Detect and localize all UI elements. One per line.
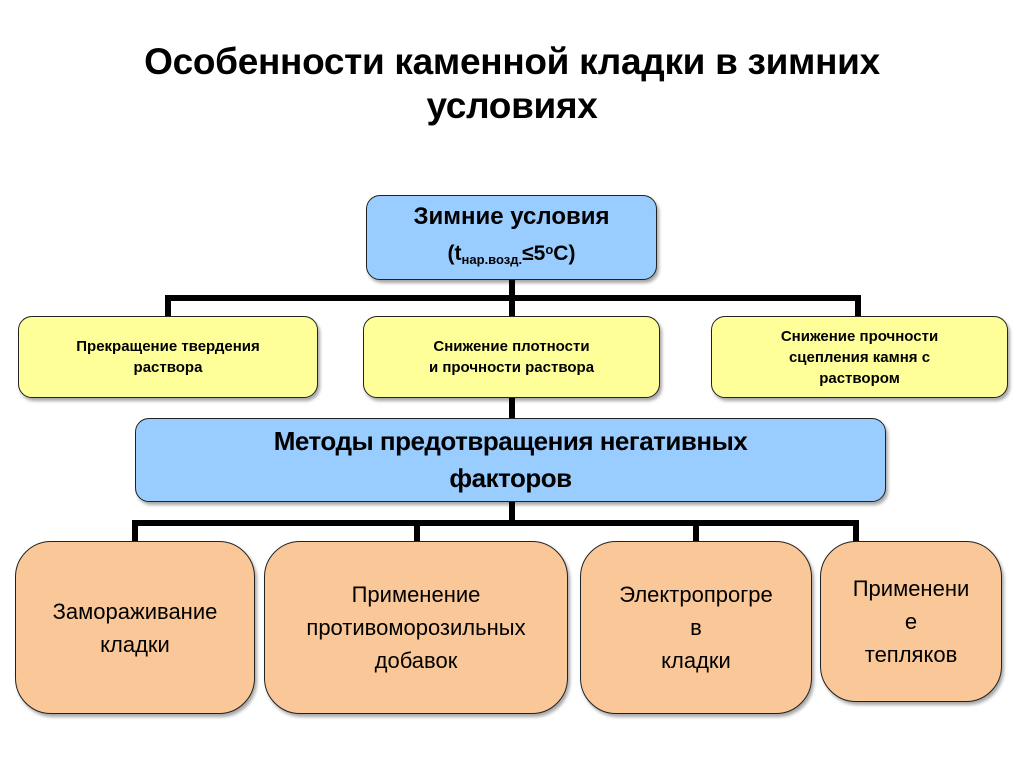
node-method-freezing: Замораживание кладки xyxy=(15,541,255,714)
node-method-electric-heating: Электропрогре в кладки xyxy=(580,541,812,714)
connector-method-2-drop xyxy=(414,520,420,542)
temp-open: (t xyxy=(447,241,462,265)
node-effect-text: Снижение плотности и прочности раствора xyxy=(428,338,595,376)
node-method-text: Замораживание кладки xyxy=(52,598,218,657)
slide-title-line-2: условиях xyxy=(426,85,598,126)
connector-effect-1-drop xyxy=(165,295,171,317)
node-winter-conditions-title: Зимние условия xyxy=(413,202,610,230)
temp-subscript: нар.возд. xyxy=(461,251,523,267)
node-method-antifreeze-additives: Применение противоморозильных добавок xyxy=(264,541,568,714)
node-prevention-methods: Методы предотвращения негативных факторо… xyxy=(135,418,886,502)
connector-methods-down xyxy=(509,502,515,526)
temp-relation: ≤5 xyxy=(522,241,546,265)
connector-method-4-drop xyxy=(853,520,859,542)
temp-degree: о xyxy=(545,241,554,257)
node-effect-adhesion: Снижение прочности сцепления камня с рас… xyxy=(711,316,1008,398)
node-effect-hardening-stop: Прекращение твердения раствора xyxy=(18,316,318,398)
node-effect-text: Прекращение твердения раствора xyxy=(76,338,260,376)
connector-method-1-drop xyxy=(132,520,138,542)
node-effect-text: Снижение прочности сцепления камня с рас… xyxy=(780,327,939,387)
node-effect-density-strength: Снижение плотности и прочности раствора xyxy=(363,316,660,398)
connector-method-3-drop xyxy=(693,520,699,542)
connector-root-down xyxy=(509,280,515,301)
connector-effect-to-methods xyxy=(509,398,515,419)
node-method-text: Применение противоморозильных добавок xyxy=(306,582,526,673)
node-winter-conditions-temperature: (tнар.возд.≤5оС) xyxy=(448,233,576,276)
node-prevention-methods-text: Методы предотвращения негативных факторо… xyxy=(273,426,748,493)
node-method-text: Применени е тепляков xyxy=(852,576,970,667)
connector-effect-3-drop xyxy=(855,295,861,317)
node-method-text: Электропрогре в кладки xyxy=(619,582,773,673)
connector-effect-2-drop xyxy=(509,295,515,317)
temp-close: С) xyxy=(553,241,576,265)
node-method-greenhouses: Применени е тепляков xyxy=(820,541,1002,702)
slide-title: Особенности каменной кладки в зимних усл… xyxy=(0,40,1024,128)
slide-title-line-1: Особенности каменной кладки в зимних xyxy=(144,41,880,82)
connector-methods-horizontal xyxy=(132,520,859,526)
node-winter-conditions: Зимние условия (tнар.возд.≤5оС) xyxy=(366,195,657,280)
